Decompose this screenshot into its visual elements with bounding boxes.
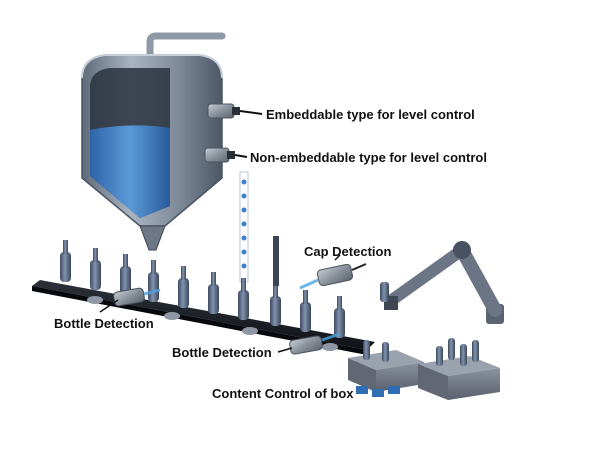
leader-line <box>99 299 119 313</box>
sensor-beam <box>299 278 319 290</box>
content-sensor <box>372 389 384 397</box>
bottle-icon <box>178 266 189 308</box>
label-content-control: Content Control of box <box>212 386 354 401</box>
robot-joint <box>453 241 471 259</box>
bottle-icon <box>460 344 467 366</box>
leader-line <box>234 154 248 158</box>
crate-right <box>418 338 500 400</box>
drop-column <box>239 171 249 283</box>
level-sensor-non-embeddable <box>204 147 248 163</box>
tank-pipe <box>146 32 226 64</box>
content-sensor <box>356 386 368 394</box>
leader-line <box>277 347 293 353</box>
bottle-icon <box>300 290 311 332</box>
sensor-beam <box>143 288 161 296</box>
bottles <box>60 240 345 338</box>
leader-line <box>334 254 341 261</box>
sensor-cable-end <box>227 151 235 159</box>
bottle-icon <box>90 248 101 290</box>
bottle-icon <box>382 342 389 362</box>
content-sensor <box>388 386 400 394</box>
sensor-icon <box>207 103 235 119</box>
bottle-icon <box>120 254 131 296</box>
label-embeddable: Embeddable type for level control <box>266 107 475 122</box>
tank-nozzle <box>139 225 166 251</box>
bottle-sensor-2 <box>277 332 341 355</box>
bottle-icon <box>448 338 455 360</box>
bottle-icon <box>334 296 345 338</box>
label-bottle-detection-2: Bottle Detection <box>172 345 272 360</box>
robot-forearm <box>386 244 468 306</box>
crate-left <box>348 340 424 397</box>
sensor-cable <box>351 263 367 271</box>
bottle-icon <box>472 340 479 362</box>
bottle-icon <box>436 346 443 366</box>
bottle-icon <box>60 240 71 282</box>
label-non-embeddable: Non-embeddable type for level control <box>250 150 487 165</box>
leader-line <box>239 110 263 115</box>
tank-liquid <box>90 125 170 218</box>
cap-sensor <box>299 254 367 290</box>
tank-rim <box>81 54 223 79</box>
tank <box>81 32 226 251</box>
label-cap-detection: Cap Detection <box>304 244 392 259</box>
sensor-beam <box>321 332 341 342</box>
bottle-icon <box>380 282 389 302</box>
bottle-icon <box>270 284 281 326</box>
sensor-icon <box>113 287 145 307</box>
sensor-cable-end <box>232 107 240 115</box>
cap-feeder <box>273 236 279 286</box>
bottle-icon <box>208 272 219 314</box>
bottle-sensor-1 <box>99 287 161 313</box>
robot-arm <box>380 241 504 324</box>
bottle-icon <box>363 340 370 360</box>
label-bottle-detection-1: Bottle Detection <box>54 316 154 331</box>
robot-upper-arm <box>455 243 502 317</box>
sensor-icon <box>316 263 354 287</box>
bottle-icon <box>238 278 249 320</box>
bottle-icon <box>148 260 159 302</box>
sensor-icon <box>204 147 230 163</box>
level-sensor-embeddable <box>207 103 263 119</box>
